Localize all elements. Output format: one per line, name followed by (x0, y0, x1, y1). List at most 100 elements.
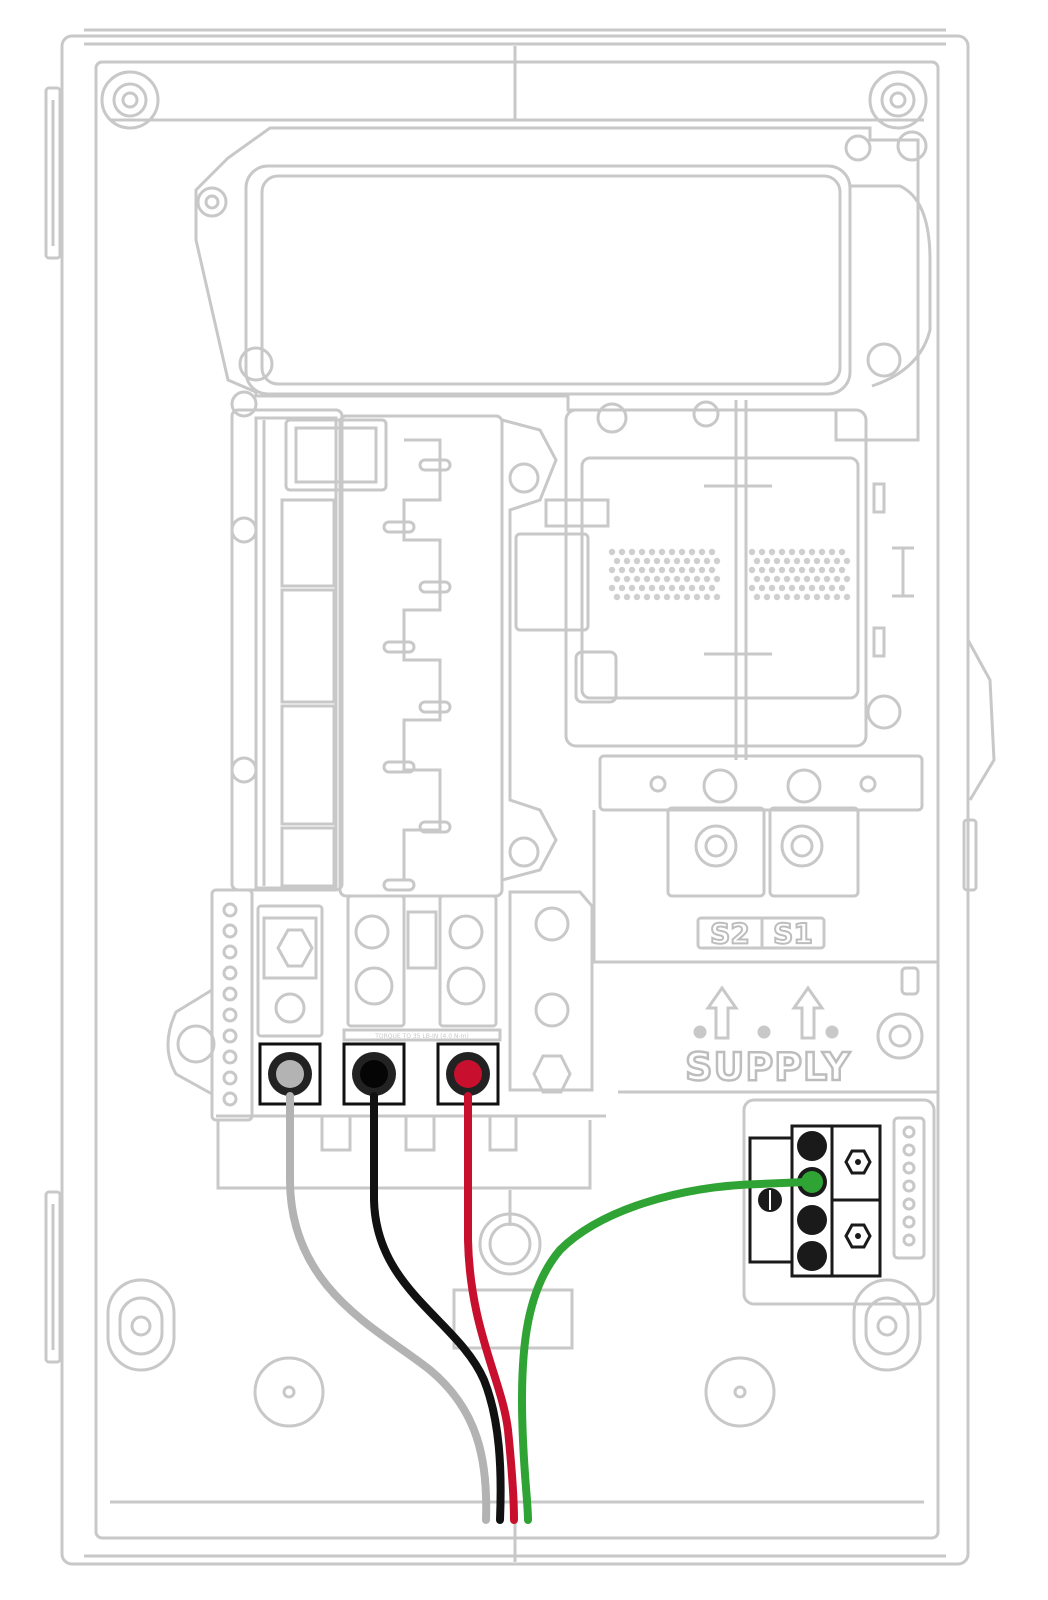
meter-screw-right-top (844, 134, 872, 162)
mesh-dot (648, 548, 656, 556)
mesh-dot (683, 557, 691, 565)
bus-screw-2 (508, 836, 540, 868)
mesh-dot (668, 584, 676, 592)
mesh-dot (788, 584, 796, 592)
mesh-dot (783, 575, 791, 583)
load-lug-black-screw-mid (354, 966, 394, 1006)
mount-slot-bottom-left (106, 1278, 176, 1372)
jaw-connector-bottom (574, 650, 618, 704)
ground-strip-hole (902, 1215, 916, 1229)
mesh-dot (813, 575, 821, 583)
bus-slot-4 (382, 640, 416, 654)
terminal-lug-block-left (666, 806, 766, 898)
load-terminal-block (166, 888, 606, 1350)
neutral-ear-screw (176, 1024, 216, 1064)
mesh-dot (818, 584, 826, 592)
mesh-dot (753, 575, 761, 583)
mesh-dot (668, 566, 676, 574)
mesh-dot (823, 557, 831, 565)
neutral-bar-screw (222, 1049, 238, 1065)
mesh-dot (828, 566, 836, 574)
mesh-dot (713, 593, 721, 601)
mesh-dot (688, 548, 696, 556)
neutral-bar-screw (222, 965, 238, 981)
ground-terminal-4 (797, 1241, 827, 1271)
mesh-dot (693, 557, 701, 565)
mesh-dot (608, 548, 616, 556)
wires (286, 1092, 810, 1524)
mesh-dot (633, 575, 641, 583)
mesh-dot (648, 584, 656, 592)
lug-base-outline (216, 1114, 606, 1190)
mesh-dot (758, 584, 766, 592)
mesh-dot (843, 557, 851, 565)
mesh-dot (818, 566, 826, 574)
mesh-dot (633, 557, 641, 565)
mesh-dot (813, 557, 821, 565)
mount-hole-top-left (100, 70, 160, 130)
mesh-dot (798, 584, 806, 592)
mesh-dot (778, 548, 786, 556)
mesh-dot (638, 566, 646, 574)
breaker-frame-inner (254, 416, 338, 890)
load-lug-red-screw-mid (446, 966, 486, 1006)
supply-side-tab (900, 966, 920, 996)
ground-terminal-active (801, 1171, 823, 1193)
ground-strip-hole (902, 1143, 916, 1157)
right-latch (962, 639, 996, 892)
mesh-dot (663, 557, 671, 565)
neutral-bar-screw (222, 902, 238, 918)
mesh-dot (673, 593, 681, 601)
supply-side-screw (876, 1012, 924, 1060)
mount-slot-bottom-right (852, 1278, 922, 1372)
mesh-dot (648, 566, 656, 574)
breaker-top-block (284, 418, 388, 492)
mesh-dot (808, 548, 816, 556)
mesh-dot (828, 548, 836, 556)
side-lug-right-hex (532, 1054, 572, 1094)
mesh-dot (653, 575, 661, 583)
lower-center-plate (452, 1288, 574, 1350)
bus-zigzag (402, 438, 442, 880)
mesh-dot (758, 566, 766, 574)
knockout-bottom-left (253, 1356, 325, 1428)
mesh-dot (788, 566, 796, 574)
terminal-lug-left-screw (694, 824, 738, 868)
mesh-dot (803, 557, 811, 565)
enclosure-inner-box (94, 60, 940, 1540)
mesh-dot (608, 566, 616, 574)
ground-strip-hole (902, 1197, 916, 1211)
terminal-bar-hole-2 (859, 775, 877, 793)
mesh-dot (838, 548, 846, 556)
mesh-dot (778, 566, 786, 574)
mesh-dot (808, 584, 816, 592)
ground-bar-strip-holes (902, 1125, 916, 1247)
bus-slot-2 (382, 520, 416, 534)
mesh-dot (693, 575, 701, 583)
neutral-bar-screw (222, 923, 238, 939)
mesh-dot (748, 584, 756, 592)
load-lug-black-screw-top (354, 914, 390, 950)
mesh-dot (638, 548, 646, 556)
mesh-dot (708, 584, 716, 592)
side-lug-right (508, 890, 594, 1092)
mesh-dot (608, 584, 616, 592)
terminal-label-s2: S2 (710, 917, 750, 950)
mesh-dot (823, 593, 831, 601)
ground-strip-hole (902, 1161, 916, 1175)
mesh-dot (703, 557, 711, 565)
side-lug-right-screw-mid (534, 992, 570, 1028)
ground-wire (517, 1178, 810, 1524)
mesh-dot (833, 575, 841, 583)
meter-screw-left-top-inner (204, 194, 220, 210)
torque-note: TORQUE TO 35 LB-IN (4.0 N-m) (374, 1033, 469, 1040)
mesh-dot (708, 548, 716, 556)
mesh-dot (768, 548, 776, 556)
left-hinges (44, 86, 62, 1364)
mesh-dot (828, 584, 836, 592)
jaw-mesh-right (748, 548, 851, 601)
mesh-dot (618, 548, 626, 556)
neutral-terminal (258, 1042, 322, 1106)
ground-terminal-1 (797, 1131, 827, 1161)
